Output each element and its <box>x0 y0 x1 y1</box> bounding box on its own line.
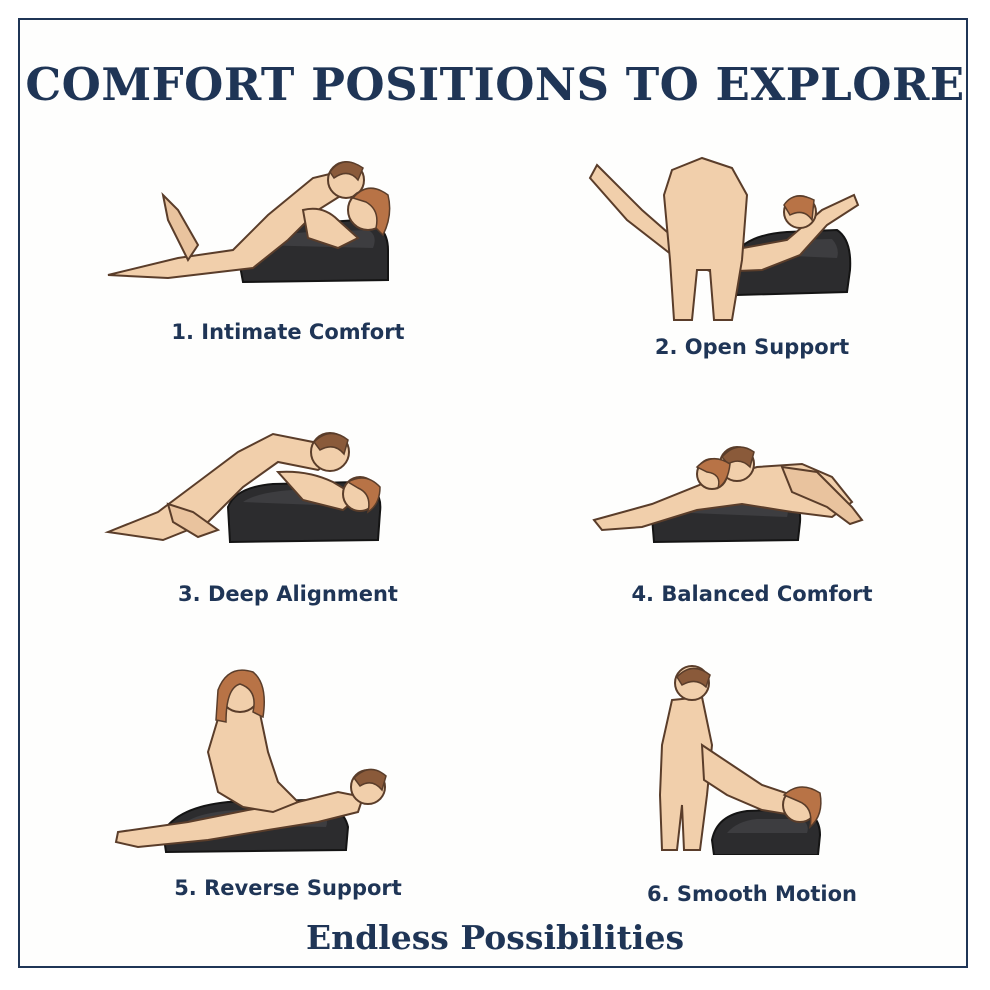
position-card-5: 5. Reverse Support <box>68 662 508 900</box>
position-card-2: 2. Open Support <box>532 150 972 365</box>
position-illustration-2 <box>532 150 972 325</box>
position-card-6: 6. Smooth Motion <box>532 655 972 906</box>
position-label-1: 1. Intimate Comfort <box>171 320 405 344</box>
position-label-3: 3. Deep Alignment <box>178 582 398 606</box>
position-label-2: 2. Open Support <box>654 335 850 359</box>
position-label-4: 4. Balanced Comfort <box>631 582 873 606</box>
position-illustration-6 <box>532 655 972 855</box>
position-illustration-4 <box>532 412 972 552</box>
position-card-1: 1. Intimate Comfort <box>68 150 508 350</box>
position-illustration-3 <box>68 412 508 552</box>
footer-tagline: Endless Possibilities <box>305 918 685 957</box>
page-title: COMFORT POSITIONS TO EXPLORE <box>25 58 965 111</box>
position-label-5: 5. Reverse Support <box>174 876 402 900</box>
position-illustration-5 <box>68 662 508 857</box>
position-label-6: 6. Smooth Motion <box>647 882 857 906</box>
position-illustration-1 <box>68 150 508 300</box>
position-card-3: 3. Deep Alignment <box>68 412 508 612</box>
position-card-4: 4. Balanced Comfort <box>532 412 972 612</box>
